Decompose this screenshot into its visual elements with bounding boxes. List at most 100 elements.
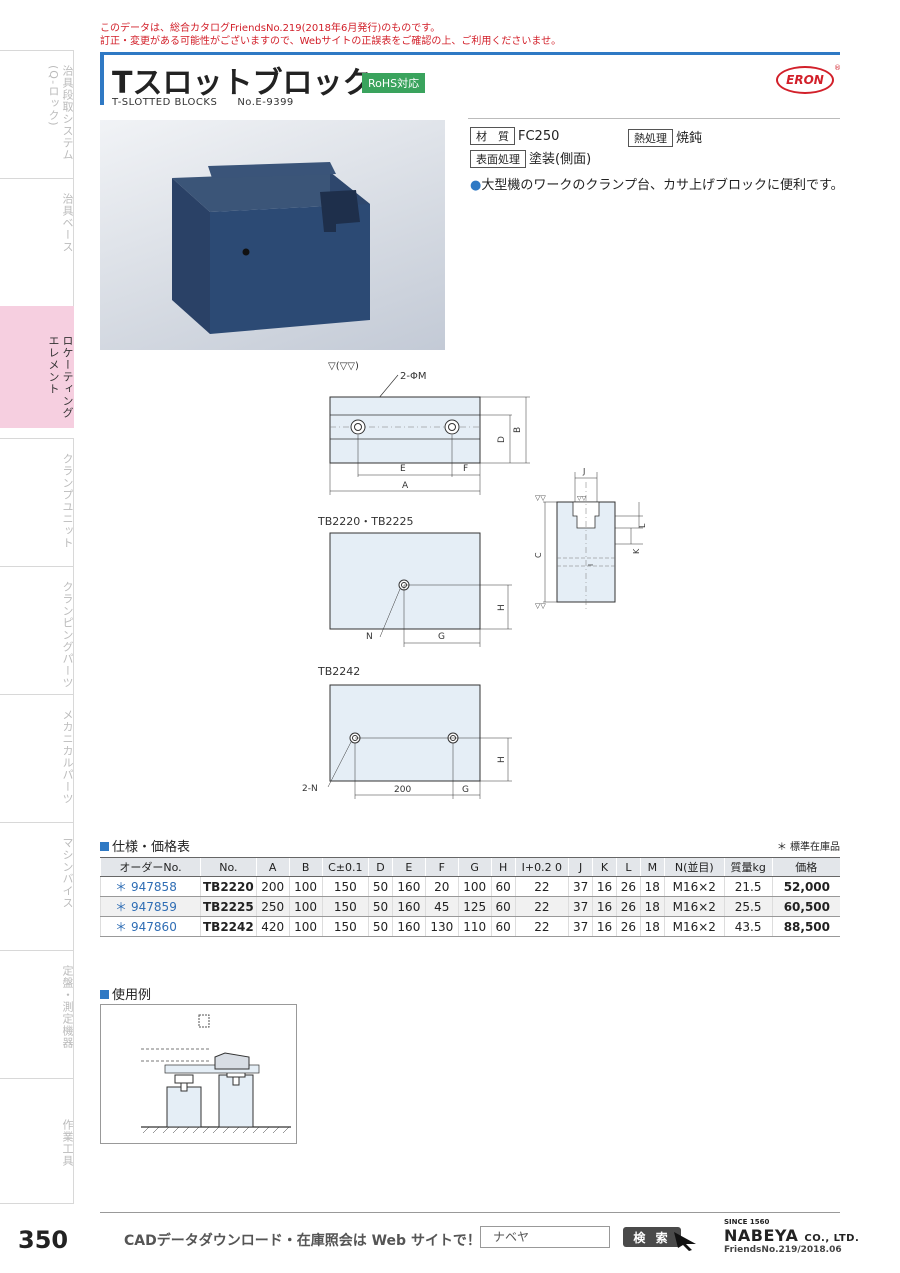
cell-a: 250 bbox=[255, 896, 290, 917]
pointer-cursor-icon bbox=[672, 1230, 702, 1256]
column-header: G bbox=[457, 857, 492, 877]
dim-label-2n: 2-N bbox=[302, 784, 318, 794]
spec-price-table: オーダーNo. No. A B C±0.1 D E F G H I+0.2 0 … bbox=[100, 857, 840, 937]
cell-a: 420 bbox=[255, 916, 290, 937]
sidebar-item-label: 定盤・測定機器 bbox=[61, 965, 74, 1049]
finish-mark-top: ▽▽ bbox=[577, 495, 587, 502]
cell-h: 60 bbox=[490, 916, 516, 937]
dim-label-g: G bbox=[438, 632, 445, 642]
model-number: TB2225 bbox=[200, 896, 257, 917]
cell-d: 50 bbox=[368, 876, 393, 897]
dim-label-l: L bbox=[638, 523, 647, 528]
dim-label-d: D bbox=[497, 436, 507, 443]
cell-price: 60,500 bbox=[771, 896, 840, 917]
heat-treatment-label: 熱処理 bbox=[628, 129, 673, 147]
subtitle-en: T-SLOTTED BLOCKS bbox=[112, 97, 218, 108]
catalog-notice: このデータは、総合カタログFriendsNo.219(2018年6月発行)のもの… bbox=[100, 22, 561, 48]
heat-treatment-value: 焼鈍 bbox=[676, 131, 703, 146]
cell-m: 18 bbox=[639, 916, 665, 937]
sidebar-item-label: クランプユニット bbox=[61, 453, 74, 549]
cell-l: 26 bbox=[615, 916, 641, 937]
cell-c: 150 bbox=[321, 916, 369, 937]
sidebar-item-label: メカニカルパーツ bbox=[61, 709, 74, 805]
eron-logo-text: ERON bbox=[786, 73, 824, 87]
cell-f: 45 bbox=[424, 896, 459, 917]
notice-line-1: このデータは、総合カタログFriendsNo.219(2018年6月発行)のもの… bbox=[100, 23, 441, 34]
finish-mark-bottom: ▽▽ bbox=[535, 602, 546, 610]
side-view-drawing: J ▽▽ L K C ▽▽ ▽▽ I bbox=[534, 467, 647, 612]
finish-mark: ▽(▽▽) bbox=[328, 361, 359, 372]
page-title: Tスロットブロック bbox=[112, 66, 373, 101]
dim-label-n: N bbox=[366, 632, 373, 642]
table-row: ＊947859 TB2225 250 100 150 50 160 45 125… bbox=[100, 896, 840, 917]
company-suffix: CO., LTD. bbox=[804, 1233, 860, 1244]
sidebar-item-clamping-parts[interactable]: クランピングパーツ bbox=[0, 566, 74, 694]
footer-rule bbox=[100, 1212, 840, 1213]
sidebar-item-q-lock[interactable]: 治具段取システム(Q-ロック) bbox=[0, 50, 74, 178]
sidebar-item-surface-plates[interactable]: 定盤・測定機器 bbox=[0, 950, 74, 1078]
sidebar-item-jig-base[interactable]: 治具ベース bbox=[0, 178, 74, 306]
cell-n: M16×2 bbox=[663, 896, 725, 917]
table-header-row: オーダーNo. No. A B C±0.1 D E F G H I+0.2 0 … bbox=[100, 857, 840, 877]
section-square-icon bbox=[100, 990, 109, 999]
description-text: 大型機のワークのクランプ台、カサ上げブロックに便利です。 bbox=[481, 178, 844, 193]
product-description: ●大型機のワークのクランプ台、カサ上げブロックに便利です。 bbox=[470, 174, 844, 193]
title-accent bbox=[100, 55, 104, 105]
order-number-cell[interactable]: ＊947858 bbox=[100, 876, 201, 897]
cell-k: 16 bbox=[592, 876, 617, 897]
cell-f: 130 bbox=[424, 916, 459, 937]
usage-title: 使用例 bbox=[112, 988, 152, 1003]
cell-d: 50 bbox=[368, 896, 393, 917]
cell-k: 16 bbox=[592, 896, 617, 917]
cell-m: 18 bbox=[639, 876, 665, 897]
technical-drawing: ▽(▽▽) 2-ΦM B D E F A TB2220・TB2225 H G N… bbox=[302, 361, 530, 799]
column-header: F bbox=[424, 857, 459, 877]
surface-treatment-label: 表面処理 bbox=[470, 150, 526, 168]
sidebar-item-label: 治具段取システム(Q-ロック) bbox=[47, 65, 74, 161]
column-header: B bbox=[288, 857, 323, 877]
dim-label-c: C bbox=[534, 552, 543, 558]
column-header: L bbox=[615, 857, 641, 877]
order-number-cell[interactable]: ＊947860 bbox=[100, 916, 201, 937]
column-header: E bbox=[391, 857, 426, 877]
stock-star-icon: ＊ bbox=[115, 900, 128, 914]
sidebar-item-work-tools[interactable]: 作業工具 bbox=[0, 1078, 74, 1204]
cell-e: 160 bbox=[391, 916, 426, 937]
order-number[interactable]: 947860 bbox=[131, 920, 177, 934]
section-square-icon bbox=[100, 842, 109, 851]
registered-mark: ® bbox=[834, 64, 841, 72]
company-name: NABEYA CO., LTD. bbox=[724, 1226, 859, 1245]
cad-download-text: CADデータダウンロード・在庫照会は Web サイトで！ bbox=[124, 1233, 481, 1249]
order-number-cell[interactable]: ＊947859 bbox=[100, 896, 201, 917]
sidebar-item-machine-vise[interactable]: マシンバイス bbox=[0, 822, 74, 950]
cell-j: 37 bbox=[568, 876, 593, 897]
column-header: No. bbox=[200, 857, 257, 877]
order-number[interactable]: 947859 bbox=[131, 900, 177, 914]
sidebar-item-locating-elements[interactable]: ロケーティングエレメント bbox=[0, 306, 74, 428]
dim-label-f: F bbox=[463, 464, 468, 474]
dim-label-h: H bbox=[497, 604, 507, 611]
column-header: D bbox=[368, 857, 393, 877]
sidebar-item-clamp-units[interactable]: クランプユニット bbox=[0, 438, 74, 566]
company-name-main: NABEYA bbox=[724, 1226, 799, 1245]
table-row: ＊947858 TB2220 200 100 150 50 160 20 100… bbox=[100, 876, 840, 897]
search-button[interactable]: 検 索 bbox=[623, 1227, 681, 1247]
surface-treatment-value: 塗装(側面) bbox=[529, 152, 592, 167]
sidebar-item-label: クランピングパーツ bbox=[61, 581, 74, 689]
cell-price: 88,500 bbox=[771, 916, 840, 937]
material-label: 材 質 bbox=[470, 127, 515, 145]
material-value: FC250 bbox=[518, 129, 560, 144]
sidebar-item-mechanical-parts[interactable]: メカニカルパーツ bbox=[0, 694, 74, 822]
sidebar-item-label: 治具ベース bbox=[61, 193, 74, 253]
dim-label-g-2: G bbox=[462, 785, 469, 795]
column-header: K bbox=[592, 857, 617, 877]
order-number[interactable]: 947858 bbox=[131, 880, 177, 894]
table-row: ＊947860 TB2242 420 100 150 50 160 130 11… bbox=[100, 916, 840, 937]
product-photo bbox=[100, 120, 445, 350]
dim-label-b: B bbox=[513, 427, 523, 433]
cell-b: 100 bbox=[288, 876, 323, 897]
dim-label-i: I bbox=[587, 564, 595, 566]
search-input[interactable]: ナベヤ bbox=[480, 1226, 610, 1248]
cell-mass: 21.5 bbox=[723, 876, 772, 897]
surface-treatment-spec: 表面処理塗装(側面) bbox=[470, 148, 591, 168]
